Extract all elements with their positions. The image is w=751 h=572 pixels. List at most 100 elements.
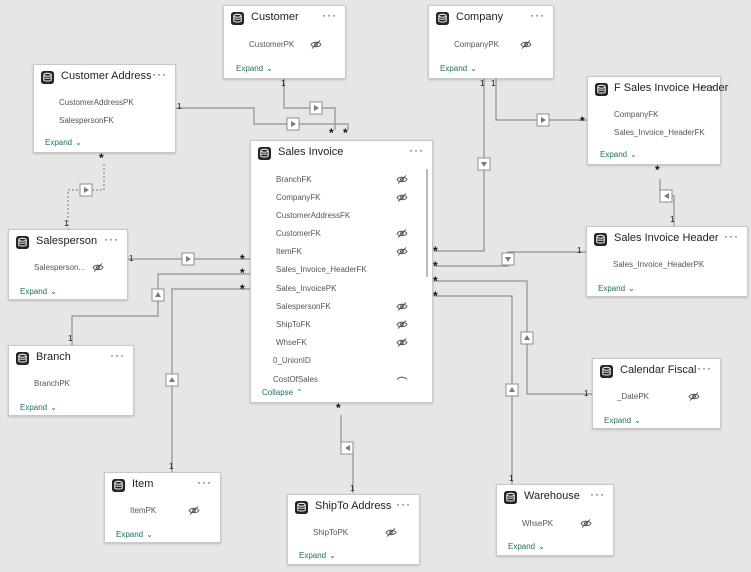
field-0-unionid[interactable]: 0_UnionID — [273, 356, 311, 365]
expand-button[interactable]: Expand⌄ — [236, 64, 273, 73]
eye-hidden-icon[interactable] — [396, 320, 408, 329]
table-card-header[interactable]: Warehouse ··· — [497, 485, 613, 507]
field-companyfk[interactable]: CompanyFK — [614, 110, 659, 119]
field-sales-invoice-headerfk[interactable]: Sales_Invoice_HeaderFK — [614, 128, 705, 137]
field-customerfk[interactable]: CustomerFK — [276, 229, 321, 238]
table-card-sales-invoice-header[interactable]: Sales Invoice Header ··· Sales_Invoice_H… — [586, 226, 748, 297]
more-options-icon[interactable]: ··· — [110, 348, 125, 362]
expand-button[interactable]: Expand⌄ — [440, 64, 477, 73]
more-options-icon[interactable]: ··· — [530, 8, 545, 22]
field-itemfk[interactable]: ItemFK — [276, 247, 302, 256]
field-shiptopk[interactable]: ShipToPK — [313, 528, 349, 537]
table-card-branch[interactable]: Branch ··· BranchPK Expand⌄ — [8, 345, 134, 416]
expand-button[interactable]: Expand⌄ — [299, 551, 336, 560]
field-salespersonfk[interactable]: SalespersonFK — [59, 116, 114, 125]
table-card-sales-invoice[interactable]: Sales Invoice ··· BranchFK CompanyFK Cus… — [250, 140, 433, 403]
eye-hidden-icon[interactable] — [385, 528, 397, 537]
cardinality-one: 1 — [169, 462, 174, 471]
more-options-icon[interactable]: ··· — [197, 475, 212, 489]
field-sales-invoicepk[interactable]: Sales_InvoicePK — [276, 284, 337, 293]
expand-button[interactable]: Expand⌄ — [45, 138, 82, 147]
table-card-header[interactable]: Calendar Fiscal ··· — [593, 359, 720, 381]
chevron-down-icon: ⌄ — [266, 64, 273, 73]
field-itempk[interactable]: ItemPK — [130, 506, 157, 515]
eye-hidden-icon[interactable] — [396, 375, 408, 380]
table-card-header[interactable]: Salesperson ··· — [9, 230, 127, 252]
table-card-item[interactable]: Item ··· ItemPK Expand⌄ — [104, 472, 221, 543]
field-branchfk[interactable]: BranchFK — [276, 175, 312, 184]
eye-hidden-icon[interactable] — [396, 175, 408, 184]
cardinality-many: * — [99, 151, 104, 165]
expand-button[interactable]: Expand⌄ — [20, 287, 57, 296]
more-options-icon[interactable]: ··· — [322, 8, 337, 22]
eye-hidden-icon[interactable] — [396, 247, 408, 256]
table-title: Sales Invoice Header — [614, 232, 719, 244]
more-options-icon[interactable]: ··· — [396, 497, 411, 511]
table-card-header[interactable]: Item ··· — [105, 473, 220, 495]
field-companypk[interactable]: CompanyPK — [454, 40, 499, 49]
table-icon — [258, 147, 271, 160]
field-salespersonfk[interactable]: SalespersonFK — [276, 302, 331, 311]
collapse-button[interactable]: Collapse⌃ — [262, 388, 303, 397]
eye-hidden-icon[interactable] — [92, 263, 104, 272]
more-options-icon[interactable]: ··· — [724, 229, 739, 243]
table-title: ShipTo Address — [315, 500, 392, 512]
table-card-warehouse[interactable]: Warehouse ··· WhsePK Expand⌄ — [496, 484, 614, 556]
table-card-header[interactable]: Customer ··· — [224, 6, 345, 28]
eye-hidden-icon[interactable] — [396, 229, 408, 238]
table-card-salesperson[interactable]: Salesperson ··· Salesperson... Expand⌄ — [8, 229, 128, 300]
field-branchpk[interactable]: BranchPK — [34, 379, 71, 388]
eye-hidden-icon[interactable] — [396, 302, 408, 311]
field-salesperson[interactable]: Salesperson... — [34, 263, 86, 272]
filter-direction-icon — [520, 331, 534, 345]
more-options-icon[interactable]: ··· — [152, 67, 167, 81]
more-options-icon[interactable]: ··· — [590, 487, 605, 501]
field-customeraddressfk[interactable]: CustomerAddressFK — [276, 211, 351, 220]
expand-button[interactable]: Expand⌄ — [604, 416, 641, 425]
field-datepk[interactable]: _DatePK — [617, 392, 650, 401]
table-card-company[interactable]: Company ··· CompanyPK Expand⌄ — [428, 5, 554, 79]
expand-button[interactable]: Expand⌄ — [598, 284, 635, 293]
more-options-icon[interactable]: ··· — [700, 79, 715, 93]
more-options-icon[interactable]: ··· — [409, 143, 424, 157]
table-card-header[interactable]: Branch ··· — [9, 346, 133, 368]
more-options-icon[interactable]: ··· — [104, 232, 119, 246]
expand-button[interactable]: Expand⌄ — [508, 542, 545, 551]
table-card-shipto-address[interactable]: ShipTo Address ··· ShipToPK Expand⌄ — [287, 494, 420, 565]
more-options-icon[interactable]: ··· — [697, 361, 712, 375]
field-shiptofk[interactable]: ShipToFK — [276, 320, 311, 329]
table-card-customer-address[interactable]: Customer Address ··· CustomerAddressPK S… — [33, 64, 176, 153]
table-card-calendar-fiscal[interactable]: Calendar Fiscal ··· _DatePK Expand⌄ — [592, 358, 721, 429]
eye-hidden-icon[interactable] — [310, 40, 322, 49]
field-customerpk[interactable]: CustomerPK — [249, 40, 295, 49]
expand-button[interactable]: Expand⌄ — [116, 530, 153, 539]
table-card-header[interactable]: Company ··· — [429, 6, 553, 28]
eye-hidden-icon[interactable] — [688, 392, 700, 401]
eye-hidden-icon[interactable] — [520, 40, 532, 49]
table-card-header[interactable]: Sales Invoice Header ··· — [587, 227, 747, 249]
expand-button[interactable]: Expand⌄ — [600, 150, 637, 159]
field-costofsales[interactable]: CostOfSales — [273, 375, 318, 384]
field-sales-invoice-headerpk[interactable]: Sales_Invoice_HeaderPK — [613, 260, 705, 269]
field-companyfk[interactable]: CompanyFK — [276, 193, 321, 202]
table-card-customer[interactable]: Customer ··· CustomerPK Expand⌄ — [223, 5, 346, 79]
table-title: Calendar Fiscal — [620, 364, 697, 376]
field-whsepk[interactable]: WhsePK — [522, 519, 554, 528]
expand-button[interactable]: Expand⌄ — [20, 403, 57, 412]
field-sales-invoice-headerfk[interactable]: Sales_Invoice_HeaderFK — [276, 265, 367, 274]
table-card-header[interactable]: Customer Address ··· — [34, 65, 175, 87]
eye-hidden-icon[interactable] — [188, 506, 200, 515]
field-customeraddresspk[interactable]: CustomerAddressPK — [59, 98, 134, 107]
field-whsefk[interactable]: WhseFK — [276, 338, 307, 347]
eye-hidden-icon[interactable] — [580, 519, 592, 528]
table-card-header[interactable]: F Sales Invoice Header ··· — [588, 77, 728, 99]
table-card-f-sales-invoice-header[interactable]: F Sales Invoice Header ··· CompanyFK Sal… — [587, 76, 728, 165]
table-card-header[interactable]: Sales Invoice ··· — [251, 141, 432, 163]
cardinality-many: * — [655, 163, 660, 177]
table-card-header[interactable]: ShipTo Address ··· — [288, 495, 419, 517]
scrollbar[interactable] — [426, 169, 428, 277]
eye-hidden-icon[interactable] — [396, 338, 408, 347]
relationship-line-item — [171, 288, 251, 472]
eye-hidden-icon[interactable] — [396, 193, 408, 202]
